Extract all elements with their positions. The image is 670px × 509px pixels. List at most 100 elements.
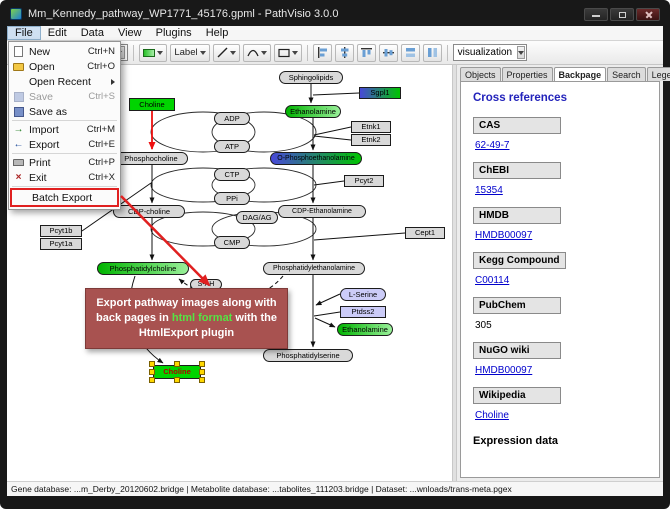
node-atp[interactable]: ATP xyxy=(214,140,250,153)
tab-backpage[interactable]: Backpage xyxy=(553,67,607,81)
menu-item-print[interactable]: Print Ctrl+P xyxy=(9,155,120,170)
same-width-icon xyxy=(405,48,415,57)
menu-view[interactable]: View xyxy=(117,27,142,39)
node-adp[interactable]: ADP xyxy=(214,112,250,125)
node-etnk2[interactable]: Etnk2 xyxy=(351,134,391,146)
node-phosphocholine[interactable]: Phosphocholine xyxy=(114,152,188,165)
xref-header-wikipedia: Wikipedia xyxy=(473,387,561,404)
node-choline-selected[interactable]: Choline xyxy=(153,365,201,379)
node-pcyt2[interactable]: Pcyt2 xyxy=(344,175,384,187)
tab-legend[interactable]: Legend xyxy=(646,67,670,81)
submenu-arrow-icon xyxy=(111,78,115,85)
title-bar: Mm_Kennedy_pathway_WP1771_45176.gpml - P… xyxy=(10,4,660,24)
node-sphingolipids[interactable]: Sphingolipids xyxy=(279,71,343,84)
visualization-combobox[interactable]: visualization xyxy=(452,44,527,61)
minimize-button[interactable] xyxy=(584,7,608,21)
xref-link-chebi[interactable]: 15354 xyxy=(475,185,503,196)
align-top-button[interactable] xyxy=(356,43,376,62)
import-icon: → xyxy=(13,124,24,135)
annotation-text-highlight: html format xyxy=(171,311,233,324)
sidebar: Objects Properties Backpage Search Legen… xyxy=(457,65,670,481)
node-phosphatidylethanolamine[interactable]: Phosphatidylethanolamine xyxy=(263,262,365,275)
menu-item-open-recent[interactable]: Open Recent xyxy=(9,74,120,89)
node-cept1[interactable]: Cept1 xyxy=(405,227,445,239)
node-l-serine[interactable]: L-Serine xyxy=(340,288,386,301)
menu-item-exit[interactable]: × Exit Ctrl+X xyxy=(9,170,120,185)
menu-help[interactable]: Help xyxy=(205,27,229,39)
save-as-icon xyxy=(13,106,24,117)
node-pcyt1b[interactable]: Pcyt1b xyxy=(40,225,82,237)
exit-icon: × xyxy=(15,172,22,183)
arc-tool-button[interactable] xyxy=(242,43,271,62)
splitter[interactable] xyxy=(452,65,457,481)
align-top-icon xyxy=(360,48,372,57)
sidebar-tabs: Objects Properties Backpage Search Legen… xyxy=(457,65,670,81)
align-center-button[interactable] xyxy=(334,43,354,62)
menu-item-save-as[interactable]: Save as xyxy=(9,104,120,119)
xref-header-pubchem: PubChem xyxy=(473,297,561,314)
node-choline-top[interactable]: Choline xyxy=(129,98,175,111)
label-tool-button[interactable]: Label xyxy=(170,43,210,62)
datanode-tool-button[interactable] xyxy=(139,43,168,62)
node-phosphatidylserine[interactable]: Phosphatidylserine xyxy=(263,349,353,362)
main-area: Sphingolipids Sgpl1 Choline Ethanolamine… xyxy=(7,65,670,481)
xref-link-hmdb[interactable]: HMDB00097 xyxy=(475,230,533,241)
xref-link-cas[interactable]: 62-49-7 xyxy=(475,140,510,151)
same-height-button[interactable] xyxy=(422,43,442,62)
menu-item-new[interactable]: New Ctrl+N xyxy=(9,44,120,59)
menu-edit[interactable]: Edit xyxy=(47,27,67,39)
expression-data-heading: Expression data xyxy=(473,435,558,447)
node-dag-ag[interactable]: DAG/AG xyxy=(236,211,278,224)
xref-link-nugo[interactable]: HMDB00097 xyxy=(475,365,533,376)
menu-separator xyxy=(12,120,117,121)
node-sgpl1[interactable]: Sgpl1 xyxy=(359,87,401,99)
line-tool-button[interactable] xyxy=(212,43,240,62)
align-center-icon xyxy=(340,47,349,58)
backpage-panel: Cross references CAS 62-49-7 ChEBI 15354… xyxy=(460,81,660,478)
tab-search[interactable]: Search xyxy=(607,67,646,81)
node-etnk1[interactable]: Etnk1 xyxy=(351,121,391,133)
node-phosphatidylcholine[interactable]: Phosphatidylcholine xyxy=(97,262,189,275)
batch-export-highlight-box: Batch Export xyxy=(10,188,119,207)
menu-item-save[interactable]: Save Ctrl+S xyxy=(9,89,120,104)
node-ppi[interactable]: PPi xyxy=(214,192,250,205)
annotation-text-prefix: Export pathway images along with back pa… xyxy=(96,297,277,324)
pathway-canvas[interactable]: Sphingolipids Sgpl1 Choline Ethanolamine… xyxy=(7,65,452,481)
menu-item-batch-export[interactable]: Batch Export xyxy=(32,191,93,204)
node-ctp[interactable]: CTP xyxy=(214,168,250,181)
menu-data[interactable]: Data xyxy=(80,27,104,39)
xref-link-wikipedia[interactable]: Choline xyxy=(475,410,509,421)
node-ethanolamine-bottom[interactable]: Ethanolamine xyxy=(337,323,393,336)
menu-item-export[interactable]: ← Export Ctrl+E xyxy=(13,138,116,151)
align-left-button[interactable] xyxy=(312,43,332,62)
node-cdp-choline[interactable]: CDP-choline xyxy=(113,205,185,218)
shape-icon xyxy=(277,48,290,57)
close-button[interactable] xyxy=(636,7,660,21)
node-o-phosphoethanolamine[interactable]: O-Phosphoethanolamine xyxy=(270,152,362,165)
tab-objects[interactable]: Objects xyxy=(460,67,501,81)
menu-item-open[interactable]: Open Ctrl+O xyxy=(9,59,120,74)
menu-file[interactable]: File xyxy=(7,26,41,40)
crossref-heading: Cross references xyxy=(473,92,567,104)
menu-plugins[interactable]: Plugins xyxy=(155,27,192,39)
menu-item-import[interactable]: → Import Ctrl+M xyxy=(13,123,116,136)
tab-properties[interactable]: Properties xyxy=(501,67,553,81)
xref-link-kegg[interactable]: C00114 xyxy=(475,275,510,286)
menu-separator xyxy=(12,186,117,187)
visualization-value: visualization xyxy=(457,47,513,58)
node-cdp-ethanolamine[interactable]: CDP-Ethanolamine xyxy=(278,205,366,218)
open-folder-icon xyxy=(13,62,24,71)
node-cmp[interactable]: CMP xyxy=(214,236,250,249)
datanode-icon xyxy=(143,48,156,57)
node-pcyt1a[interactable]: Pcyt1a xyxy=(40,238,82,250)
file-menu: New Ctrl+N Open Ctrl+O Open Recent Save … xyxy=(8,41,121,210)
shape-tool-button[interactable] xyxy=(273,43,302,62)
xref-header-chebi: ChEBI xyxy=(473,162,561,179)
node-ethanolamine-top[interactable]: Ethanolamine xyxy=(285,105,341,118)
node-ptdss2[interactable]: Ptdss2 xyxy=(340,306,386,318)
align-middle-button[interactable] xyxy=(378,43,398,62)
print-icon xyxy=(13,159,24,166)
same-width-button[interactable] xyxy=(400,43,420,62)
maximize-button[interactable] xyxy=(610,7,634,21)
chevron-down-icon xyxy=(199,50,206,55)
